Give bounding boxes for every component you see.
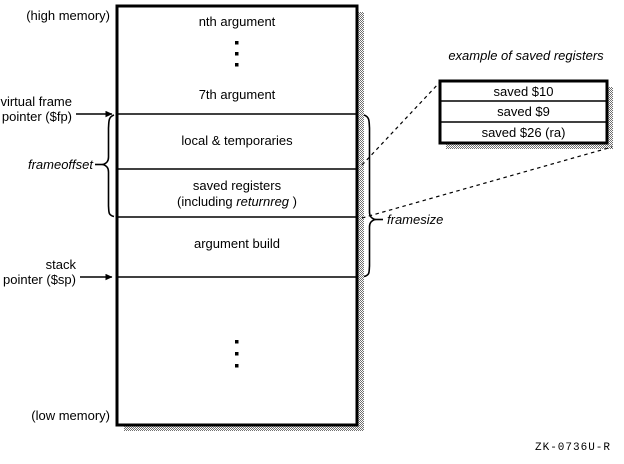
detail-leader-upper [361,81,441,166]
region-argument-build: argument build [194,236,280,251]
detail-row-saved-9: saved $9 [497,104,550,119]
stack-box-shadow [124,12,364,431]
vfp-label-line1: virtual frame [0,94,72,109]
detail-caption: example of saved registers [448,48,604,63]
including-suffix: ) [289,194,297,209]
vfp-label-line2: pointer ($fp) [1,109,72,124]
returnreg-italic: returnreg [236,194,290,209]
framesize-brace [363,114,378,278]
detail-leader-lower [361,146,613,219]
low-memory-label: (low memory) [31,408,110,423]
figure-id-label: ZK-0736U-R [535,442,612,454]
high-memory-label: (high memory) [26,8,110,23]
detail-row-saved-26-ra: saved $26 (ra) [481,125,566,140]
stack-box-outline [115,4,359,427]
ellipsis-dots-unused [235,340,239,368]
region-nth-argument: nth argument [198,14,276,29]
frameoffset-brace [100,114,115,218]
sp-label-line1: stack [45,257,76,272]
ellipsis-dots-arguments [235,41,239,67]
region-saved-registers-detail: (including returnreg ) [118,194,356,210]
region-saved-registers: saved registers [192,178,282,193]
detail-box-shadow [446,87,613,149]
region-7th-argument: 7th argument [198,87,276,102]
detail-box-outline [438,79,609,145]
sp-label-line2: pointer ($sp) [3,272,76,287]
frameoffset-label: frameoffset [27,157,93,172]
detail-row-saved-10: saved $10 [493,84,554,99]
region-local-temporaries: local & temporaries [181,133,293,148]
including-prefix: (including [177,194,237,209]
framesize-label: framesize [387,212,444,227]
